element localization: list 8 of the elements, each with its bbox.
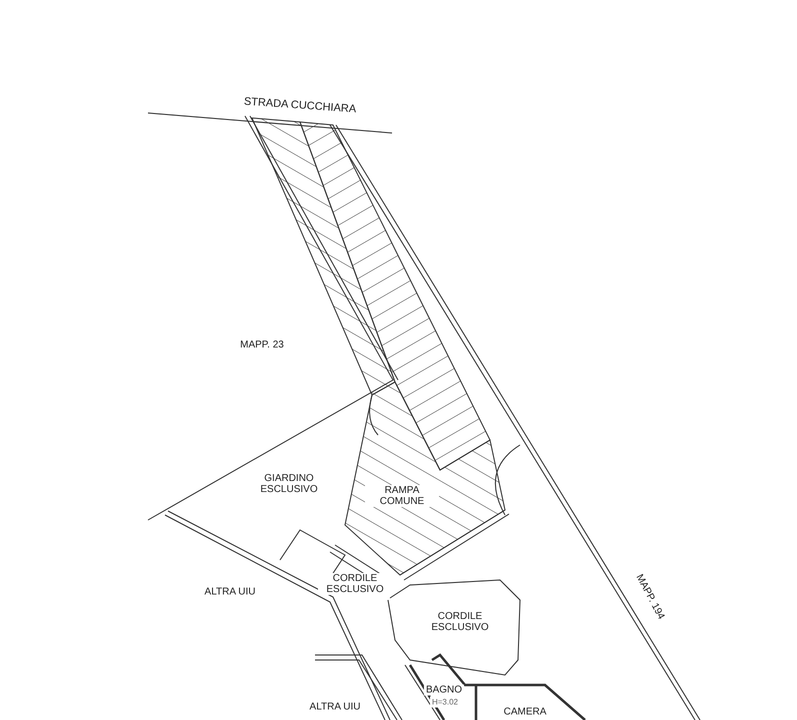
room-label: CAMERA [502, 706, 548, 718]
area-label: ALTRA UIU [308, 702, 362, 712]
parcel-label: MAPP. 23 [238, 340, 286, 350]
area-label: RAMPA COMUNE [365, 485, 439, 507]
room-label: BAGNO [424, 684, 464, 696]
height-label: H=3.02 [430, 696, 460, 708]
area-label: ALTRA UIU [202, 586, 258, 598]
area-label: CORDILE ESCLUSIVO [318, 573, 392, 595]
